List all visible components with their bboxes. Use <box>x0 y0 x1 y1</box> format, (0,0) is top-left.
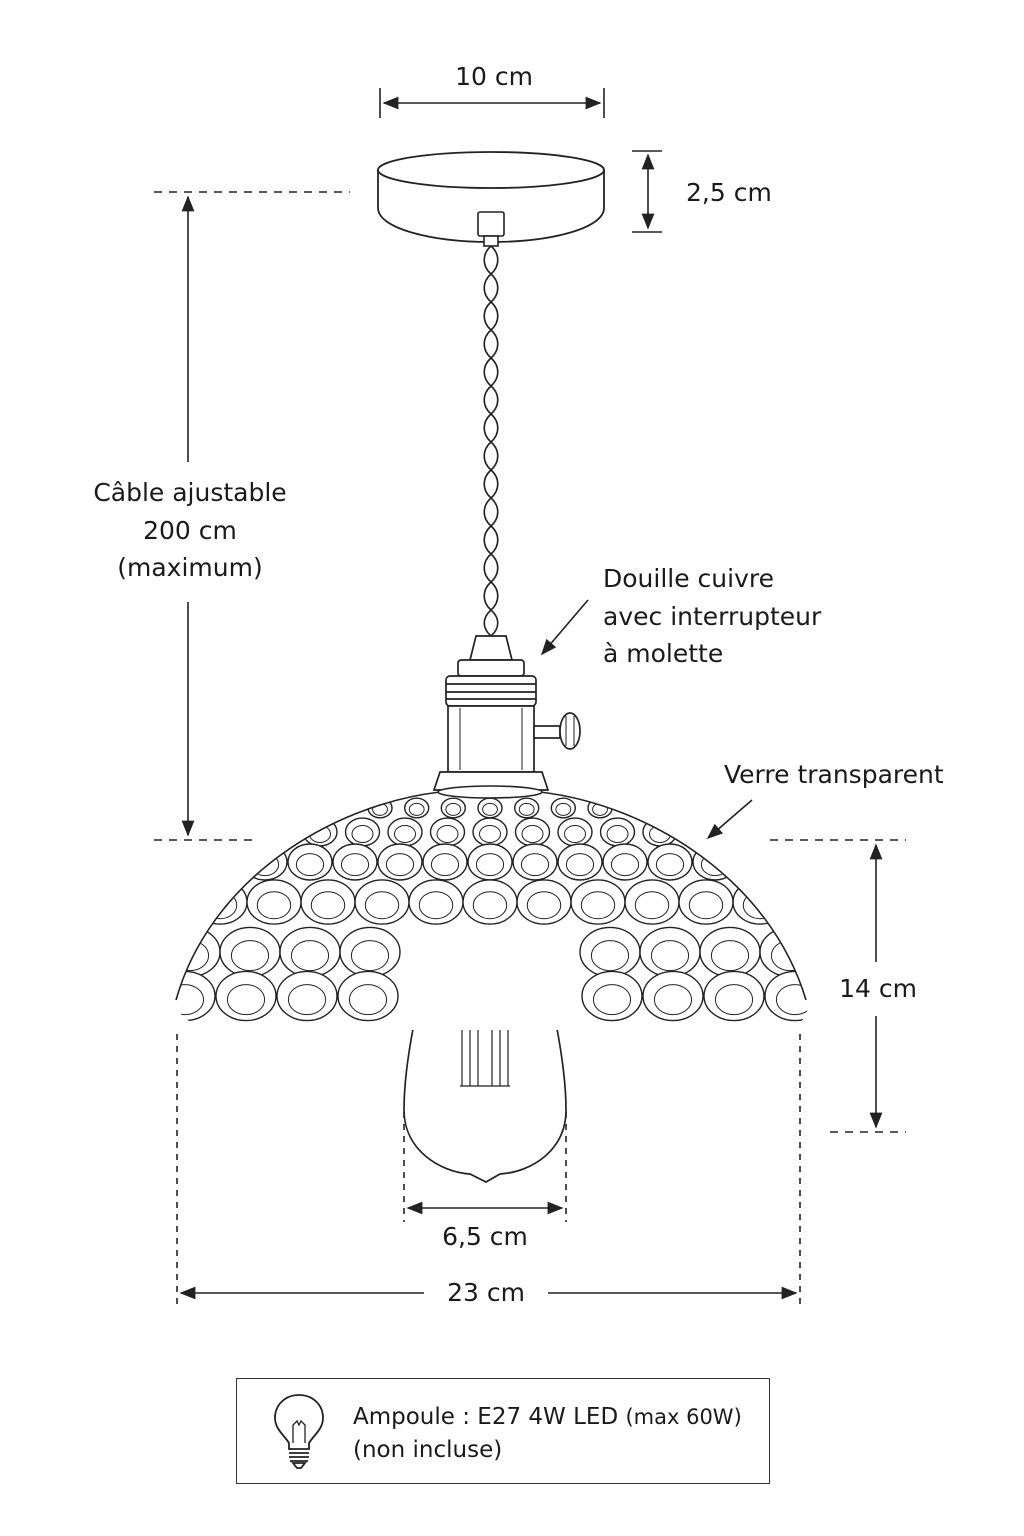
label-cable-line1: Câble ajustable <box>93 478 287 507</box>
label-socket-callout: Douille cuivre avec interrupteur à molet… <box>603 560 821 673</box>
cable-grip <box>477 211 505 247</box>
dim-shade-width <box>176 1034 801 1308</box>
label-socket-line1: Douille cuivre <box>603 564 774 593</box>
bulb-spec: Ampoule : E27 4W LED <box>353 1404 619 1430</box>
callout-arrow-socket <box>540 599 589 656</box>
bulb-note-box: Ampoule : E27 4W LED (max 60W) (non incl… <box>236 1378 770 1484</box>
bulb-max-wattage: (max 60W) <box>625 1405 742 1429</box>
bulb-note-text: Ampoule : E27 4W LED (max 60W) (non incl… <box>353 1401 742 1468</box>
rotary-switch-knob <box>533 712 581 750</box>
glass-shade <box>175 785 808 1030</box>
label-socket-line3: à molette <box>603 639 724 668</box>
dim-bulb-width <box>403 1112 567 1222</box>
label-canopy-width: 10 cm <box>455 62 533 91</box>
copper-socket <box>432 635 550 791</box>
dim-canopy-width <box>379 88 605 118</box>
lightbulb-icon <box>274 1394 324 1469</box>
callout-arrow-glass <box>706 799 753 840</box>
label-canopy-height: 2,5 cm <box>686 178 772 207</box>
label-bulb-width: 6,5 cm <box>442 1222 528 1251</box>
dim-shade-height <box>770 839 906 1133</box>
label-cable-line2: 200 cm <box>143 515 237 545</box>
ceiling-canopy <box>377 151 605 243</box>
dim-cable-length <box>154 191 350 841</box>
label-cable-length: Câble ajustable 200 cm (maximum) <box>70 474 310 587</box>
label-glass-callout: Verre transparent <box>724 760 944 789</box>
bulb-note-line1: Ampoule : E27 4W LED (max 60W) <box>353 1401 742 1434</box>
label-socket-line2: avec interrupteur <box>603 601 822 631</box>
label-shade-height: 14 cm <box>839 974 917 1003</box>
label-shade-width: 23 cm <box>447 1278 525 1307</box>
bulb-note-line2: (non incluse) <box>353 1437 503 1464</box>
label-cable-line3: (maximum) <box>117 553 263 582</box>
dim-canopy-height <box>632 150 662 233</box>
twisted-cable <box>483 245 499 637</box>
